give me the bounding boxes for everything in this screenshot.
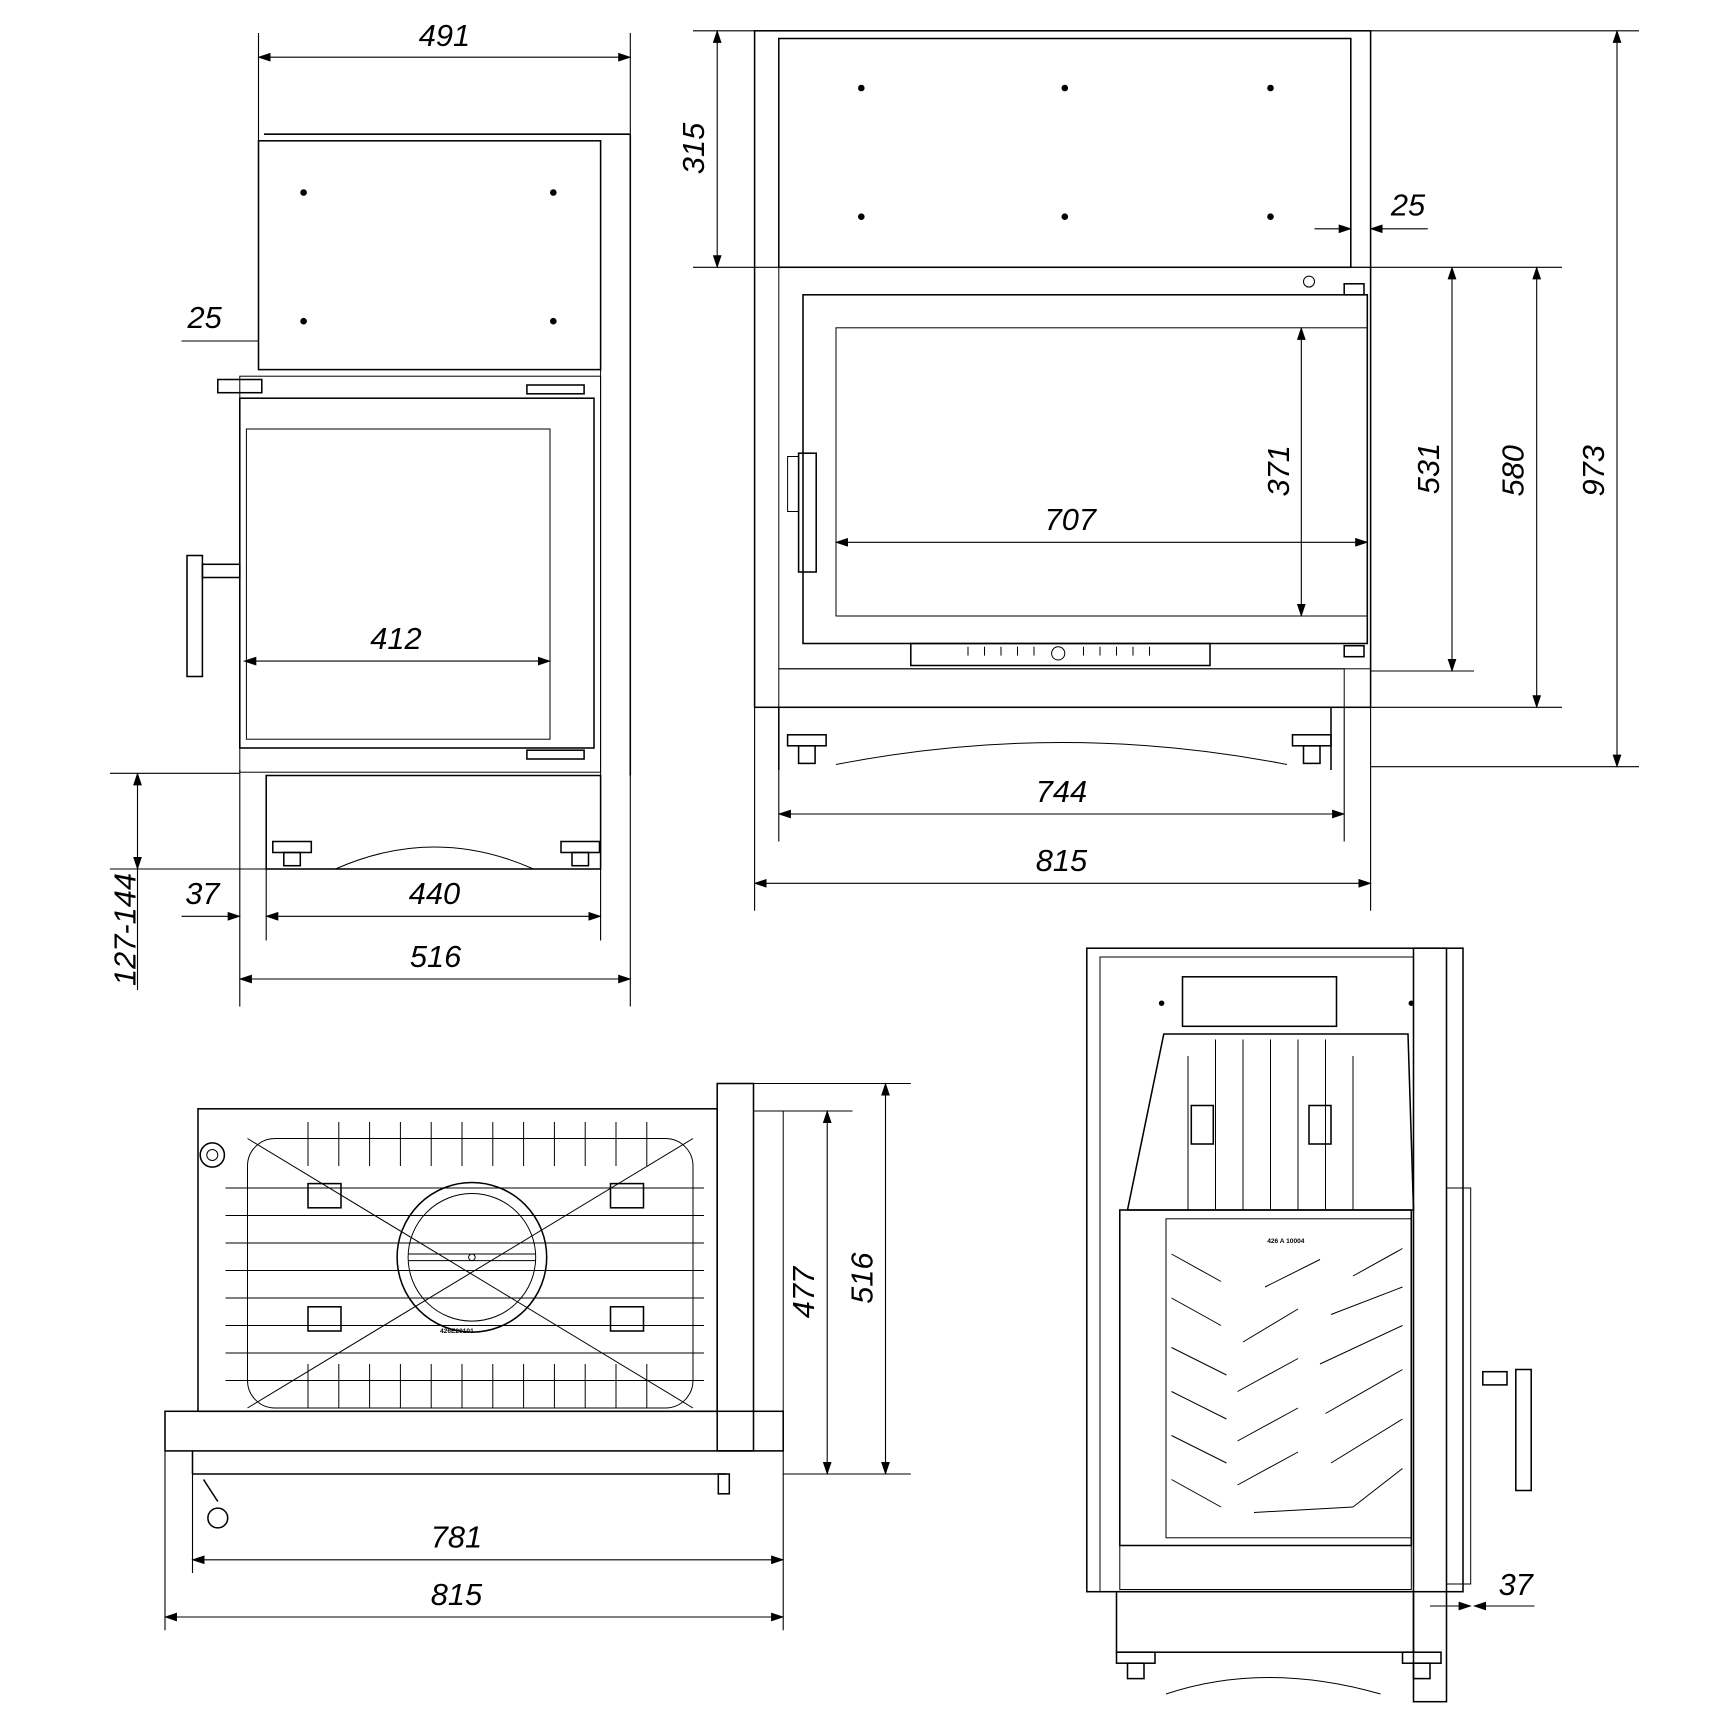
dim-707: 707: [1045, 502, 1098, 537]
dim-815-top: 815: [431, 1577, 483, 1612]
dim-315: 315: [676, 122, 711, 174]
dim-781: 781: [431, 1520, 482, 1555]
dim-744: 744: [1036, 774, 1087, 809]
front-view: [753, 30, 1372, 771]
dim-25-front: 25: [1390, 188, 1426, 223]
dim-127-144: 127-144: [107, 873, 142, 986]
dim-580: 580: [1496, 445, 1531, 496]
dim-37-side: 37: [185, 876, 221, 911]
dim-440: 440: [409, 876, 460, 911]
dim-25-side: 25: [186, 300, 222, 335]
dim-477: 477: [786, 1265, 821, 1318]
dim-973: 973: [1576, 445, 1611, 496]
rear-view: 426 A 10004: [1086, 947, 1532, 1703]
dim-37-rear: 37: [1499, 1567, 1535, 1602]
dim-371: 371: [1261, 445, 1296, 496]
rear-view-dimensions: 37: [1430, 1567, 1535, 1611]
front-view-dimensions: 315 25 707 371 531 580 973 744 815: [676, 29, 1640, 911]
dim-491: 491: [419, 18, 470, 53]
rear-view-part-code: 426 A 10004: [1267, 1238, 1305, 1245]
top-view-part-code: 426E20101: [440, 1328, 474, 1335]
top-view-dimensions: 477 516 781 815: [163, 1082, 911, 1631]
dim-516-top: 516: [844, 1252, 879, 1304]
side-view: [186, 133, 632, 870]
dim-412: 412: [370, 621, 421, 656]
dim-516-side: 516: [410, 939, 462, 974]
side-view-dimensions: 491 25 412 127-144 37 440 516: [107, 18, 632, 1007]
dim-815-front: 815: [1036, 843, 1088, 878]
dim-531: 531: [1411, 443, 1446, 494]
top-view: 426E20101: [164, 1082, 784, 1529]
